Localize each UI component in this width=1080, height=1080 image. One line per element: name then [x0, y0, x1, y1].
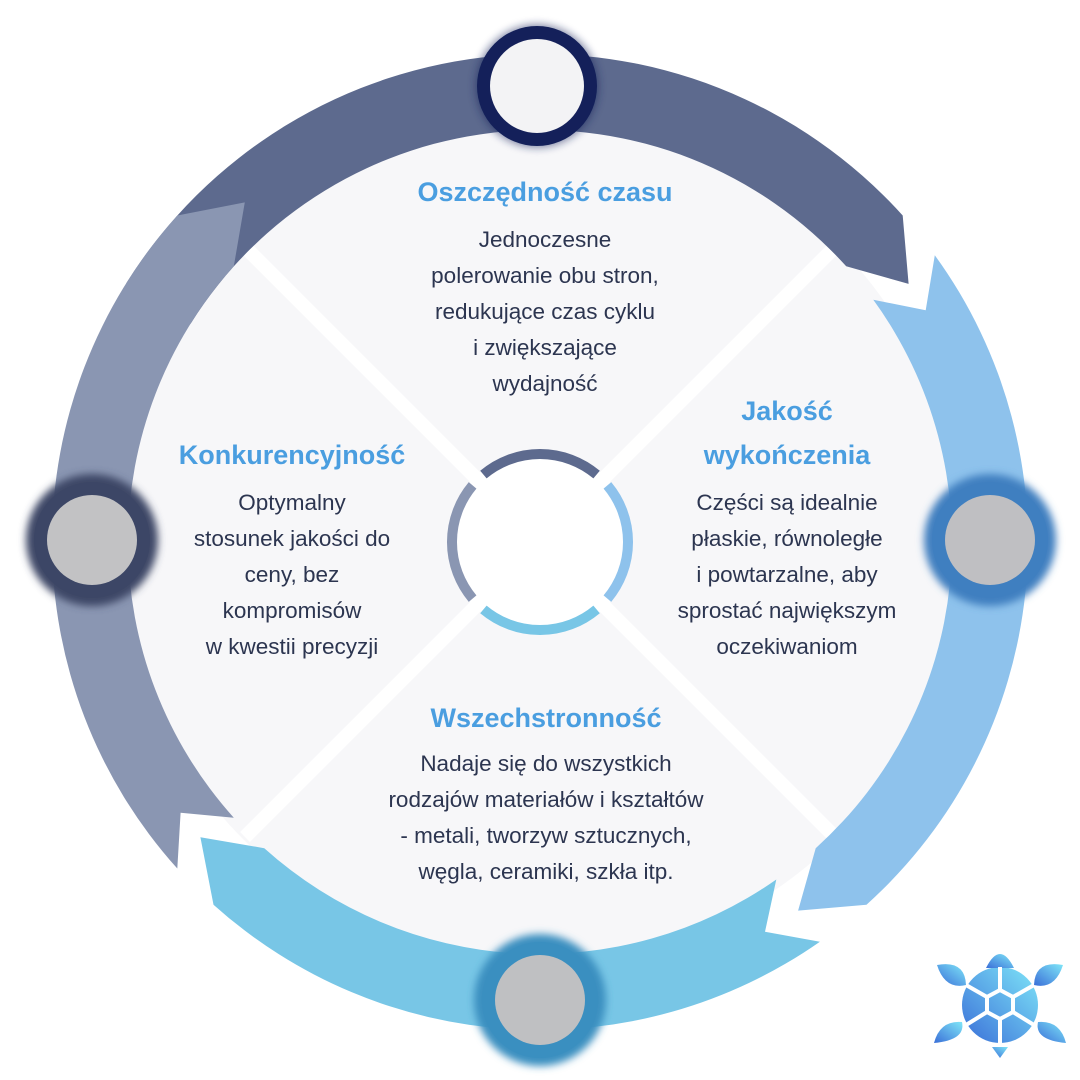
section-bottom: Wszechstronność Nadaje się do wszystkich… [388, 696, 703, 890]
arc-top-arrow [126, 54, 909, 324]
description-line: płaskie, równoległe [691, 526, 883, 551]
section-description: Jednoczesne polerowanie obu stron, reduk… [417, 222, 672, 402]
section-description: Optymalny stosunek jakości do ceny, bez … [179, 485, 406, 665]
title-line: wykończenia [703, 440, 871, 470]
section-left: Konkurencyjność Optymalny stosunek jakoś… [179, 433, 406, 665]
node-top [475, 24, 599, 148]
center-circle [448, 450, 632, 634]
description-line: Optymalny [238, 490, 346, 515]
description-line: - metali, tworzyw sztucznych, [400, 823, 692, 848]
section-title: Oszczędność czasu [417, 177, 673, 207]
description-line: Części są idealnie [696, 490, 878, 515]
description-line: Jednoczesne [478, 227, 612, 252]
section-title: Wszechstronność [430, 703, 662, 733]
description-line: kompromisów [222, 598, 362, 623]
description-line: rodzajów materiałów i kształtów [388, 787, 704, 812]
section-right: Jakość wykończenia Części są idealnie pł… [678, 389, 897, 665]
description-line: polerowanie obu stron, [431, 263, 659, 288]
description-line: redukujące czas cyklu [434, 299, 656, 324]
section-title: Jakość wykończenia [678, 389, 897, 477]
section-title: Konkurencyjność [178, 440, 406, 470]
node-left [26, 474, 158, 606]
description-line: węgla, ceramiki, szkła itp. [418, 859, 674, 884]
center-ring-right [603, 482, 634, 602]
description-line: ceny, bez [244, 562, 340, 587]
description-line: Nadaje się do wszystkich [420, 751, 672, 776]
description-line: oczekiwaniom [716, 634, 858, 659]
arc-left-arrow [51, 202, 245, 869]
center-ring-left [446, 482, 477, 602]
section-description: Nadaje się do wszystkich rodzajów materi… [388, 746, 703, 890]
description-line: sprostać największym [677, 598, 897, 623]
arc-right-arrow [798, 255, 1028, 911]
section-description: Części są idealnie płaskie, równoległe i… [678, 485, 897, 665]
arc-bottom-arrow [200, 837, 820, 1030]
turtle-logo-icon [934, 954, 1066, 1058]
section-top: Oszczędność czasu Jednoczesne polerowani… [417, 170, 672, 402]
description-line: w kwestii precyzji [205, 634, 379, 659]
center-ring-bottom [480, 605, 600, 636]
description-line: stosunek jakości do [193, 526, 391, 551]
description-line: i zwiększające [473, 335, 617, 360]
node-bottom [474, 934, 606, 1066]
description-line: wydajność [492, 371, 598, 396]
center-ring-top [480, 448, 600, 479]
title-line: Jakość [741, 396, 833, 426]
node-right [924, 474, 1056, 606]
description-line: i powtarzalne, aby [696, 562, 878, 587]
